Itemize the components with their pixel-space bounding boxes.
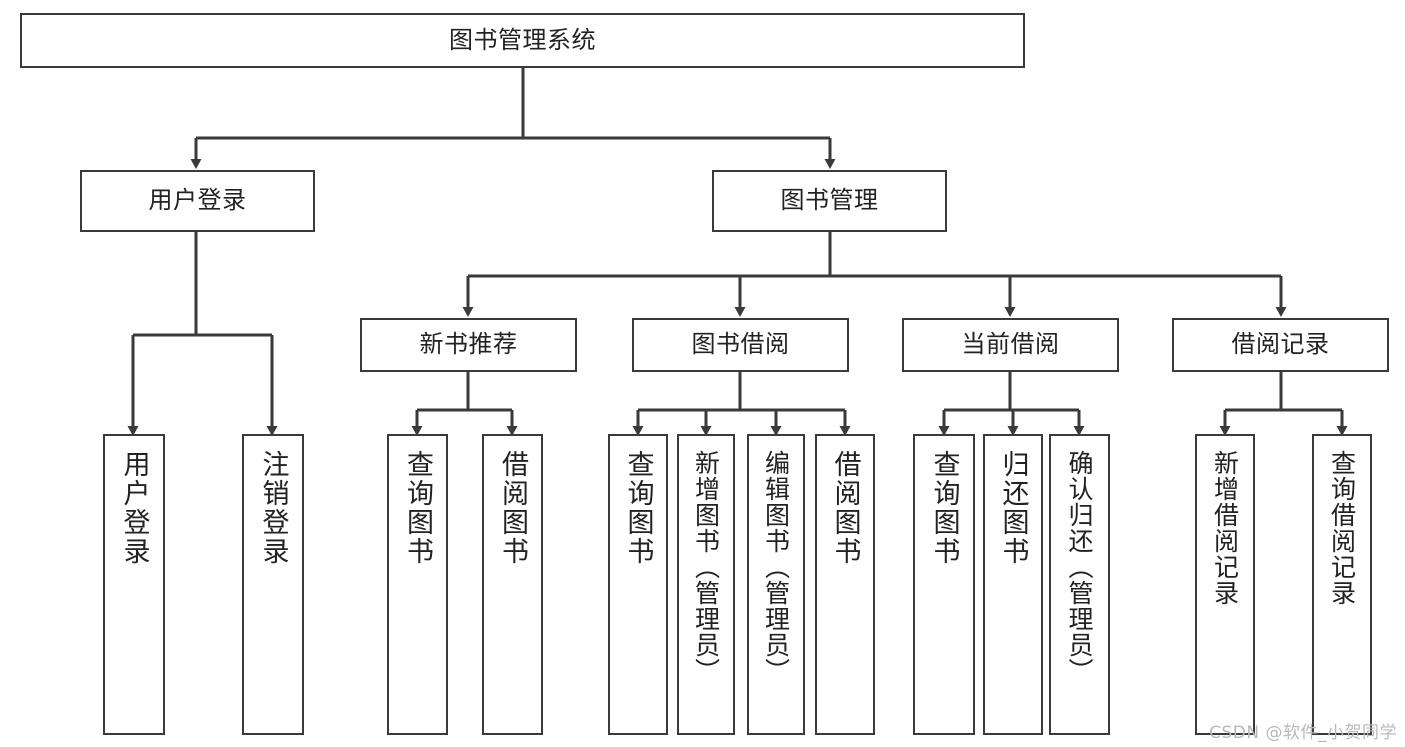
node-leaf-edit-book-admin[interactable]: 编辑图书（管理员） bbox=[747, 434, 805, 735]
node-leaf-borrow-book[interactable]: 借阅图书 bbox=[815, 434, 875, 735]
node-book-manage[interactable]: 图书管理 bbox=[712, 170, 947, 232]
node-leaf-logout[interactable]: 注销登录 bbox=[242, 434, 304, 735]
node-label: 确认归还（管理员） bbox=[1065, 450, 1094, 684]
node-label: 查询借阅记录 bbox=[1327, 450, 1357, 606]
node-label: 图书借阅 bbox=[691, 330, 790, 359]
node-leaf-return-book[interactable]: 归还图书 bbox=[983, 434, 1043, 735]
node-label: 用户登录 bbox=[118, 450, 150, 566]
node-label: 新书推荐 bbox=[419, 330, 518, 359]
node-current-borrow[interactable]: 当前借阅 bbox=[902, 318, 1119, 372]
node-label: 注销登录 bbox=[257, 450, 289, 566]
node-new-book-recommend[interactable]: 新书推荐 bbox=[360, 318, 577, 372]
node-label: 新增图书（管理员） bbox=[691, 450, 721, 684]
node-label: 查询图书 bbox=[928, 450, 960, 566]
watermark: CSDN @软件_小贺同学 bbox=[1209, 723, 1397, 743]
node-leaf-borrow-book-rec[interactable]: 借阅图书 bbox=[482, 434, 543, 735]
node-leaf-confirm-return-admin[interactable]: 确认归还（管理员） bbox=[1049, 434, 1110, 735]
node-label: 图书管理 bbox=[780, 186, 879, 215]
node-label: 用户登录 bbox=[148, 186, 247, 215]
node-leaf-query-book-current[interactable]: 查询图书 bbox=[913, 434, 975, 735]
node-leaf-query-book-rec[interactable]: 查询图书 bbox=[387, 434, 448, 735]
node-label: 归还图书 bbox=[997, 450, 1029, 566]
node-label: 图书管理系统 bbox=[449, 25, 596, 54]
node-borrow-record[interactable]: 借阅记录 bbox=[1172, 318, 1389, 372]
node-label: 编辑图书（管理员） bbox=[761, 450, 791, 684]
node-label: 新增借阅记录 bbox=[1210, 450, 1240, 606]
node-label: 查询图书 bbox=[622, 450, 654, 566]
node-label: 借阅记录 bbox=[1231, 330, 1330, 359]
node-book-borrow[interactable]: 图书借阅 bbox=[632, 318, 849, 372]
node-label: 查询图书 bbox=[402, 450, 433, 566]
node-leaf-add-borrow-record[interactable]: 新增借阅记录 bbox=[1195, 434, 1255, 735]
node-label: 借阅图书 bbox=[829, 450, 861, 566]
node-label: 借阅图书 bbox=[497, 450, 528, 566]
node-label: 当前借阅 bbox=[961, 330, 1060, 359]
node-leaf-query-borrow-record[interactable]: 查询借阅记录 bbox=[1312, 434, 1372, 735]
node-user-login[interactable]: 用户登录 bbox=[80, 170, 315, 232]
node-leaf-add-book-admin[interactable]: 新增图书（管理员） bbox=[677, 434, 735, 735]
node-leaf-user-login[interactable]: 用户登录 bbox=[103, 434, 165, 735]
node-leaf-query-book-borrow[interactable]: 查询图书 bbox=[608, 434, 668, 735]
node-root-system[interactable]: 图书管理系统 bbox=[20, 13, 1025, 68]
